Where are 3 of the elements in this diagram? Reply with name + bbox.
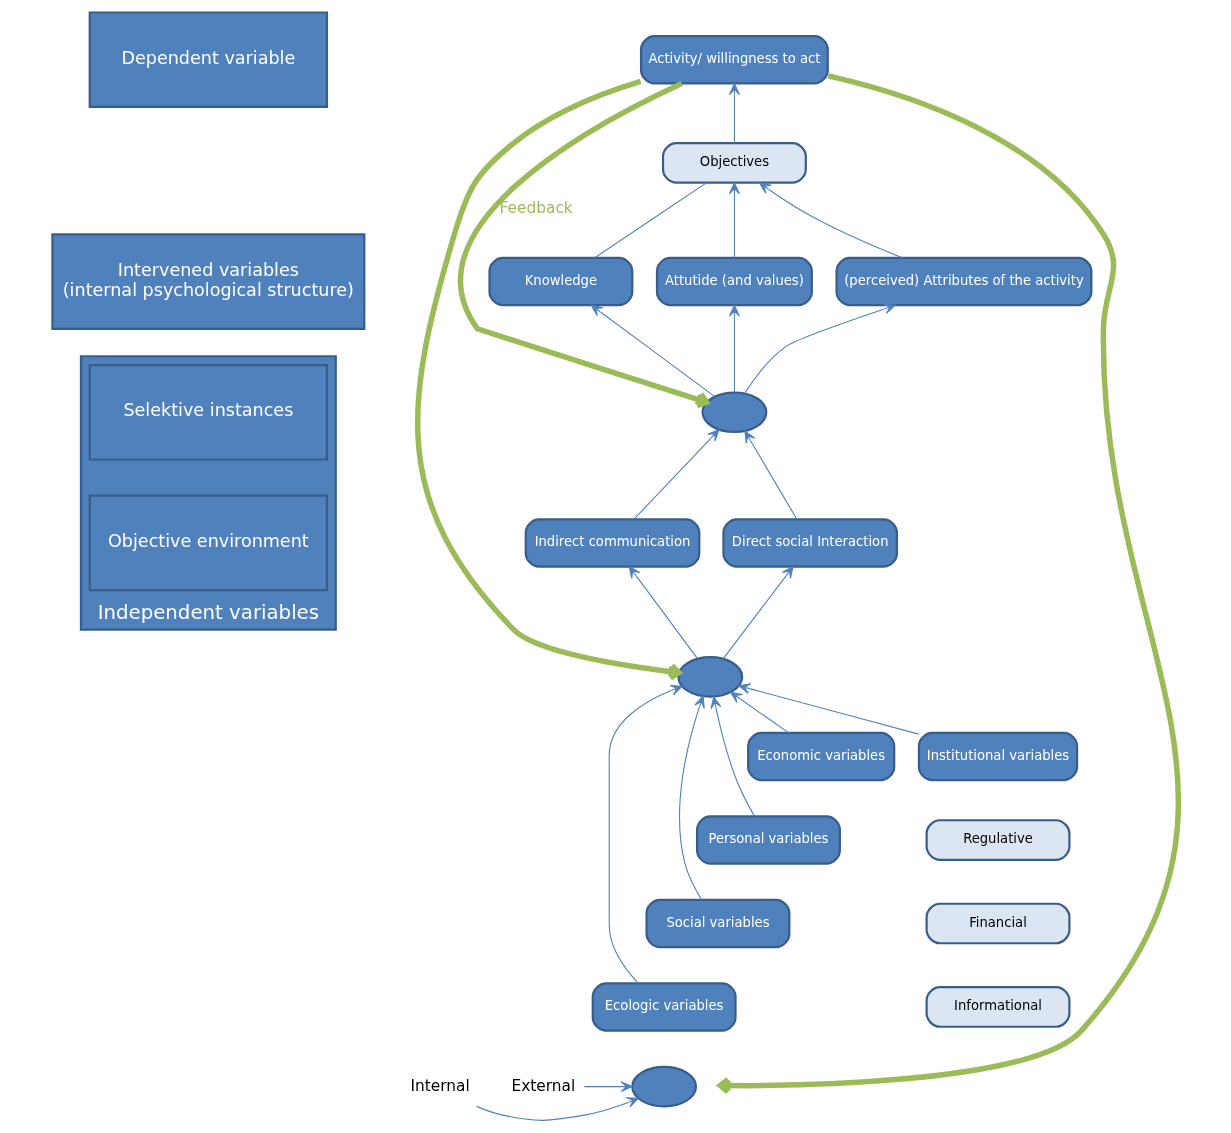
node-text: External bbox=[511, 1076, 576, 1095]
node-text: Internal bbox=[410, 1076, 470, 1095]
edge-label: Feedback bbox=[499, 198, 573, 217]
